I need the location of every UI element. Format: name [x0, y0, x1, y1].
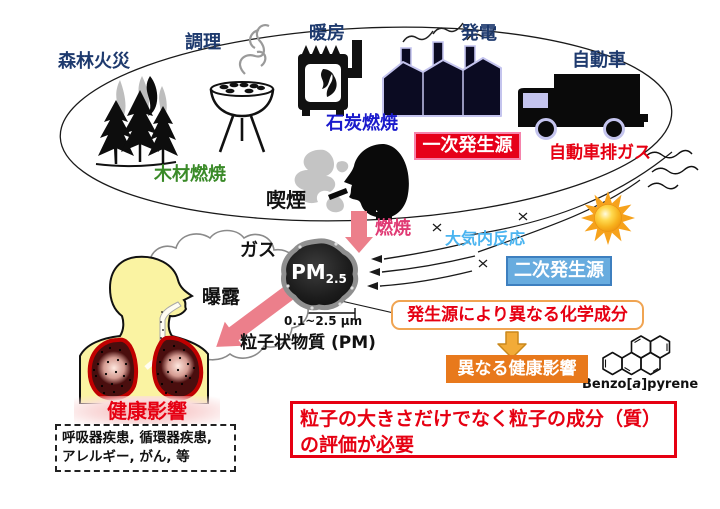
pm25-particle-label: PM2.5 [291, 260, 347, 286]
heating-label: 暖房 [309, 23, 345, 44]
primary-source-badge: 一次発生源 [414, 132, 521, 160]
gas-label: ガス [240, 240, 276, 261]
smoking-label: 喫煙 [266, 188, 306, 212]
atmospheric-reaction-label: 大気内反応 [445, 229, 526, 248]
forest-fire-icon [95, 76, 178, 168]
exposure-arrow-icon [216, 279, 303, 347]
pm-particle-icon [281, 238, 359, 311]
automobile-label: 自動車 [572, 50, 626, 71]
sun-icon [581, 191, 635, 245]
secondary-source-badge: 二次発生源 [506, 256, 612, 286]
benzo-a-pyrene-structure [602, 335, 671, 376]
smoker-icon [294, 144, 409, 220]
conclusion-line-2: の評価が必要 [300, 434, 415, 456]
down-arrow-icon [497, 331, 527, 359]
disease-line-1: 呼吸器疾患, 循環器疾患, [62, 430, 212, 446]
truck-icon [518, 74, 648, 140]
auto-exhaust-label: 自動車排ガス [549, 143, 651, 163]
forest-fire-label: 森林火災 [58, 51, 130, 72]
emission-sources-ellipse [59, 26, 673, 222]
different-health-effects-badge: 異なる健康影響 [446, 355, 588, 383]
wood-burning-label: 木材燃焼 [154, 164, 226, 185]
combustion-arrow-icon [345, 211, 373, 253]
conclusion-box: 粒子の大きさだけでなく粒子の成分（質） の評価が必要 [290, 401, 677, 458]
exhaust-squiggle-icon [645, 149, 699, 190]
factory-icon [382, 22, 502, 117]
chemical-composition-note: 発生源により異なる化学成分 [391, 300, 644, 330]
power-generation-label: 発電 [461, 23, 497, 44]
combustion-label: 燃焼 [375, 218, 411, 239]
disease-list-box: 呼吸器疾患, 循環器疾患, アレルギー, がん, 等 [55, 424, 236, 472]
exposure-label: 曝露 [202, 286, 241, 308]
human-respiratory-icon [79, 255, 209, 404]
disease-line-2: アレルギー, がん, 等 [62, 449, 190, 465]
reaction-x-marks [432, 212, 528, 268]
conclusion-line-1: 粒子の大きさだけでなく粒子の成分（質） [300, 408, 662, 430]
stove-icon [298, 40, 362, 116]
health-effects-label: 健康影響 [74, 396, 220, 426]
cooking-label: 調理 [185, 32, 221, 53]
size-range-label: 0.1~2.5 μm [284, 314, 363, 328]
coal-burning-label: 石炭燃焼 [326, 113, 398, 134]
benzo-a-pyrene-label: Benzo[a]pyrene [582, 377, 699, 392]
particulate-matter-label: 粒子状物質 (PM) [240, 333, 376, 353]
bbq-grill-icon [209, 24, 275, 153]
